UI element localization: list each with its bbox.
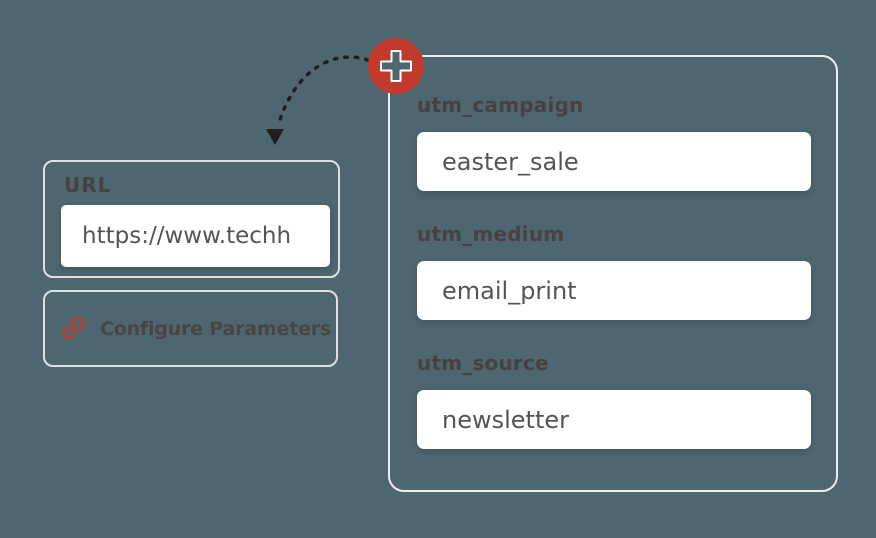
configure-parameters-button[interactable]: Configure Parameters [43, 290, 338, 367]
utm-parameters-panel: utm_campaign utm_medium utm_source [388, 55, 838, 492]
utm-medium-label: utm_medium [417, 222, 565, 246]
utm-medium-field: utm_medium [417, 222, 811, 320]
utm-campaign-input[interactable] [417, 132, 811, 191]
utm-medium-input[interactable] [417, 261, 811, 320]
arrowhead-icon [266, 129, 284, 145]
utm-campaign-label: utm_campaign [417, 93, 584, 117]
utm-source-field: utm_source [417, 351, 811, 449]
utm-campaign-field: utm_campaign [417, 93, 811, 191]
url-input[interactable] [61, 205, 330, 267]
utm-source-input[interactable] [417, 390, 811, 449]
add-parameter-button[interactable] [368, 38, 424, 94]
link-icon [62, 317, 85, 340]
url-label: URL [64, 173, 112, 197]
utm-source-label: utm_source [417, 351, 549, 375]
url-box: URL [43, 160, 340, 278]
configure-parameters-label: Configure Parameters [100, 317, 332, 340]
plus-icon [380, 50, 412, 82]
